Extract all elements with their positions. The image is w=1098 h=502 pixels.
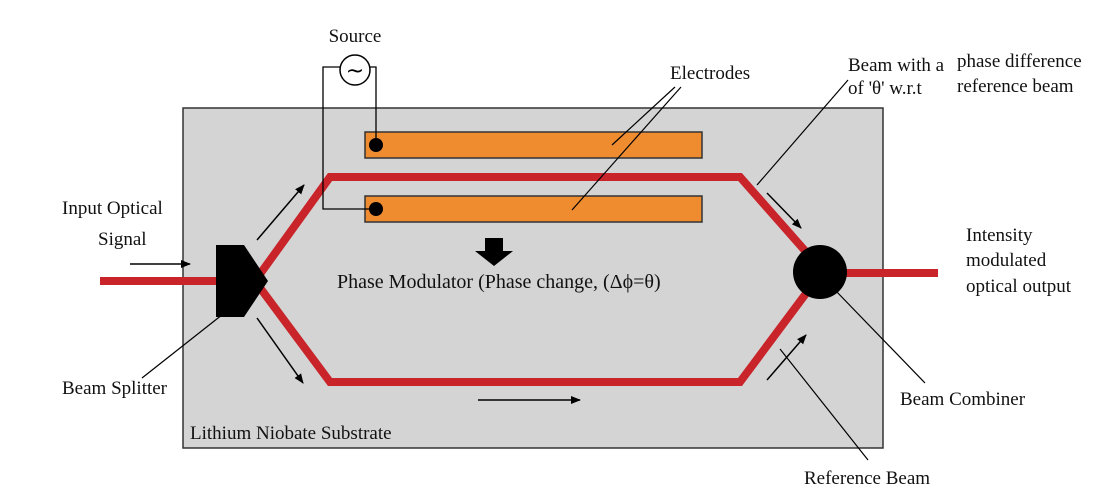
lower-electrode-contact	[369, 202, 383, 216]
beam-splitter	[216, 245, 268, 317]
input-signal-label-line2: Signal	[98, 229, 147, 250]
source-label: Source	[329, 26, 382, 47]
ac-source-icon	[339, 54, 371, 86]
substrate-label: Lithium Niobate Substrate	[190, 423, 392, 444]
phase-diff-label-line1: phase difference	[957, 51, 1082, 72]
beam-combiner-label: Beam Combiner	[900, 389, 1026, 410]
beam-splitter-leader	[141, 306, 233, 379]
reference-beam-label: Reference Beam	[804, 468, 930, 489]
lower-electrode	[364, 195, 703, 223]
electrodes-label: Electrodes	[670, 63, 750, 84]
upper-electrode-contact	[369, 138, 383, 152]
input-signal-label-line1: Input Optical	[62, 198, 163, 219]
lower-arm-waveguide	[251, 269, 826, 386]
beam-combiner	[793, 245, 847, 299]
reference-beam-leader	[779, 348, 869, 461]
source-wire-left	[322, 66, 370, 210]
source-wire-right	[370, 66, 377, 140]
lithium-niobate-substrate	[182, 107, 884, 449]
upper-electrode	[364, 131, 703, 159]
upper-output-arrow	[766, 192, 802, 229]
electrodes-leader-2	[571, 86, 682, 211]
output-label-line3: optical output	[966, 276, 1072, 297]
output-label-line1: Intensity	[966, 225, 1033, 246]
output-label-line2: modulated	[966, 250, 1047, 271]
phase-diff-label-line2: reference beam	[957, 76, 1074, 97]
phase-modulator-label: Phase Modulator (Phase change, (Δϕ=θ)	[337, 271, 661, 293]
lower-arm-arrow	[256, 317, 304, 384]
phase-beam-label-line2: of 'θ' w.r.t	[848, 78, 923, 99]
beam-combiner-leader	[834, 289, 926, 384]
electrodes-leader-1	[611, 86, 676, 146]
phase-beam-label-line1: Beam with a	[848, 55, 945, 76]
beam-splitter-label: Beam Splitter	[62, 378, 168, 399]
phase-beam-leader	[756, 79, 849, 186]
phase-modulator-arrow	[475, 238, 513, 266]
upper-arm-waveguide	[251, 173, 826, 284]
ac-source-symbol: ~	[346, 59, 364, 84]
upper-arm-arrow	[256, 184, 305, 241]
